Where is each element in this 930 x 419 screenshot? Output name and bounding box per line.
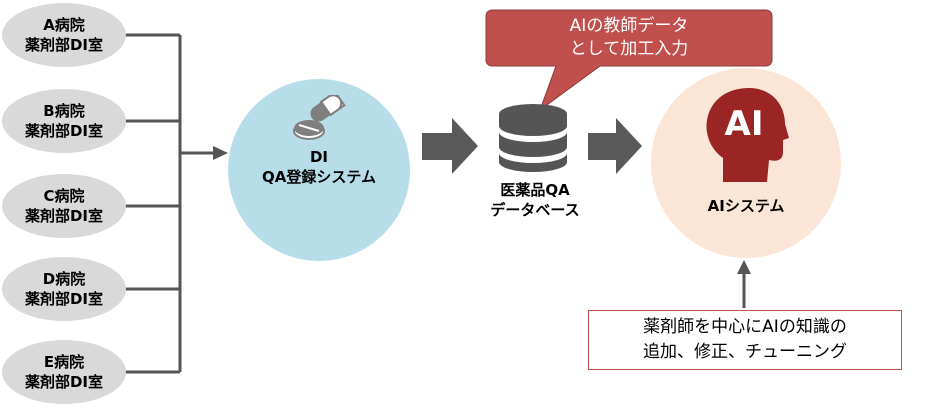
qa-system-node: DI QA登録システム (228, 79, 410, 261)
database-label: 医薬品QA データベース (460, 180, 610, 220)
callout-text: AIの教師データ として加工入力 (486, 10, 772, 66)
hospital-name: C病院 (43, 187, 85, 205)
hospital-dept: 薬剤部DI室 (24, 373, 104, 391)
callout-bubble (485, 9, 773, 112)
pharmacist-note-box: 薬剤師を中心にAIの知識の 追加、修正、チューニング (588, 310, 902, 370)
hospital-d: D病院 薬剤部DI室 (2, 257, 126, 321)
qa-system-label: DI QA登録システム (262, 147, 376, 187)
database-line2: データベース (490, 201, 580, 219)
ai-system-node: AI AIシステム (651, 68, 841, 258)
hospital-b: B病院 薬剤部DI室 (2, 89, 126, 153)
hospital-c: C病院 薬剤部DI室 (2, 174, 126, 238)
hospital-name: A病院 (43, 16, 85, 34)
hospital-name: E病院 (43, 353, 85, 371)
hospital-dept: 薬剤部DI室 (24, 290, 104, 308)
hospital-name: B病院 (43, 102, 85, 120)
hospital-dept: 薬剤部DI室 (24, 36, 104, 54)
database-icon (499, 104, 567, 172)
callout-line2: として加工入力 (569, 39, 689, 59)
database-line1: 医薬品QA (500, 181, 570, 199)
note-line2: 追加、修正、チューニング (643, 342, 847, 362)
connector-arrowhead (213, 146, 228, 160)
qa-system-line1: DI (309, 148, 329, 166)
ai-head-icon: AI (703, 86, 789, 186)
pills-icon (293, 95, 346, 140)
ai-head-text: AI (724, 104, 764, 144)
note-arrowhead (737, 260, 751, 274)
flow-arrow-1 (422, 118, 478, 174)
hospital-name: D病院 (42, 270, 86, 288)
note-line1: 薬剤師を中心にAIの知識の (643, 317, 847, 337)
hospital-a: A病院 薬剤部DI室 (2, 3, 126, 67)
callout-line1: AIの教師データ (569, 16, 689, 36)
hospital-e: E病院 薬剤部DI室 (2, 340, 126, 404)
hospital-dept: 薬剤部DI室 (24, 207, 104, 225)
hospital-dept: 薬剤部DI室 (24, 122, 104, 140)
flow-arrow-2 (588, 118, 642, 174)
qa-system-line2: QA登録システム (262, 168, 376, 186)
ai-system-label: AIシステム (707, 197, 785, 215)
